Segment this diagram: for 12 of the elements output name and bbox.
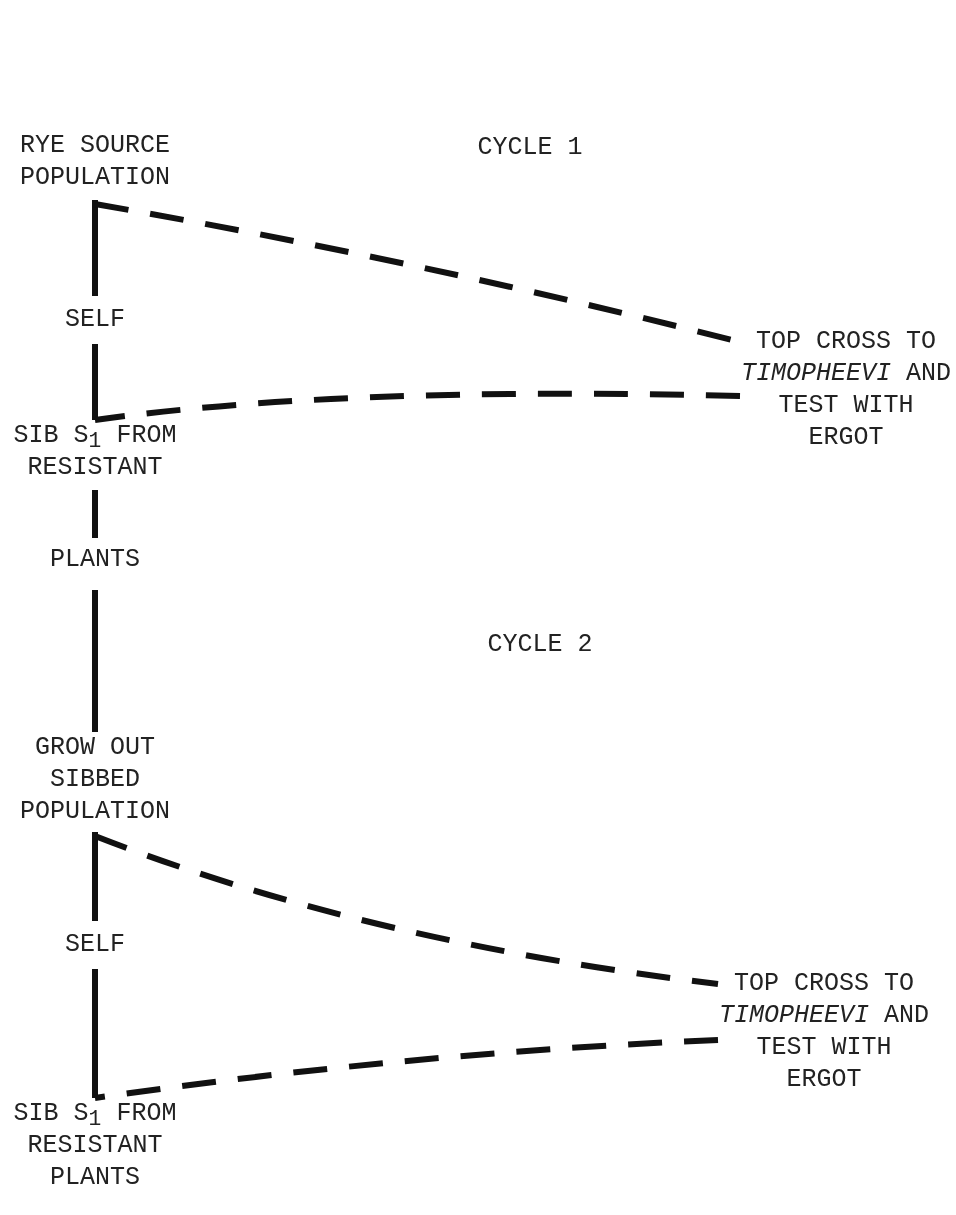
cycle-heading: CYCLE 1 [477,132,583,164]
step-text: SIB S$_{1}$ FROM RESISTANT PLANTS [12,1098,178,1194]
step-text: RYE SOURCE POPULATION [19,130,171,194]
connector-line [92,590,98,732]
step-text: GROW OUT SIBBED POPULATION [19,732,171,828]
dashed-line [94,390,741,423]
cycle-heading: CYCLE 2 [487,629,593,661]
step-text: TOP CROSS TO TIMOPHEEVI AND TEST WITH ERGOT [740,326,952,454]
step-text: PLANTS [50,544,140,576]
step-text: SIB S$_{1}$ FROM RESISTANT [12,420,178,484]
dashed-line [94,1037,719,1101]
step-text: TOP CROSS TO TIMOPHEEVI AND TEST WITH ERGOT [718,968,930,1096]
